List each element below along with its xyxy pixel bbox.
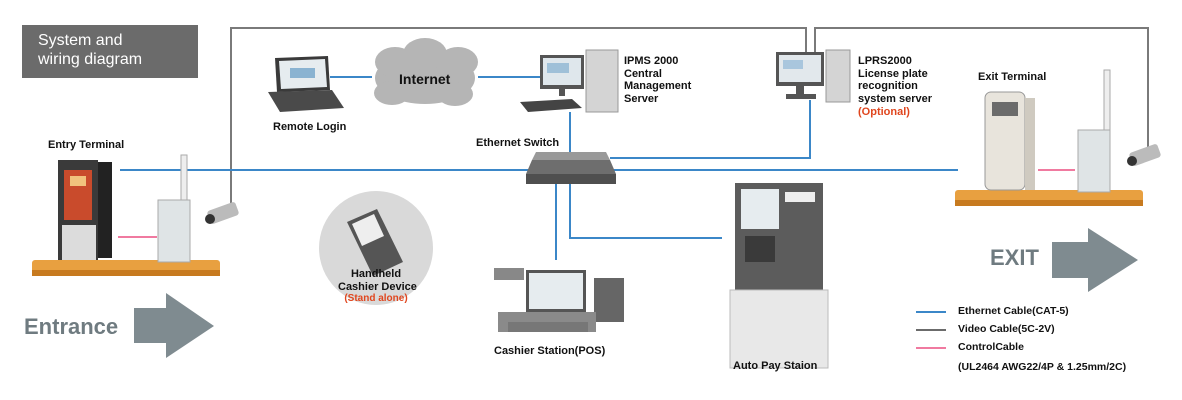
entrance-arrow-icon (134, 293, 214, 358)
lprs-label-line: system server (858, 92, 933, 105)
entry-base (32, 260, 220, 276)
exit-arrow-icon (1052, 228, 1138, 292)
ethernet-cables (120, 76, 958, 260)
ipms-server-label: IPMS 2000 Central Management Server (624, 55, 691, 106)
entry-barrier-icon (157, 154, 191, 263)
exit-base (955, 190, 1143, 206)
ipms-label-line: IPMS 2000 (624, 55, 679, 67)
exit-barrier-icon (1077, 69, 1111, 193)
handheld-label-line: Cashier Device (338, 280, 417, 293)
switch-icon (526, 152, 616, 184)
exit-terminal-label: Exit Terminal (978, 71, 1047, 83)
title-box (22, 25, 198, 78)
ethernet-switch-label: Ethernet Switch (476, 137, 560, 149)
pos-station-icon (494, 268, 624, 332)
ipms-label-line: Management (624, 80, 692, 93)
cloud-icon (374, 38, 478, 106)
auto-pay-label: Auto Pay Staion (733, 360, 818, 372)
exit-label: EXIT (990, 245, 1039, 270)
legend-control-label: ControlCable (958, 341, 1024, 353)
legend-control-spec: (UL2464 AWG22/4P & 1.25mm/2C) (958, 361, 1127, 373)
lprs-label-line: LPRS2000 (858, 55, 912, 67)
server-computer-icon (520, 49, 619, 113)
lprs-label-line: License plate (858, 67, 928, 80)
cashier-station-label: Cashier Station(POS) (494, 345, 606, 357)
lprs-server-icon (776, 49, 851, 103)
remote-login-label: Remote Login (273, 121, 347, 133)
legend-video-label: Video Cable(5C-2V) (958, 323, 1055, 335)
video-cables (230, 27, 1149, 205)
handheld-label: Handheld Cashier Device (Stand alone) (338, 268, 417, 305)
entrance-label: Entrance (24, 314, 119, 339)
handheld-device-icon (319, 191, 433, 305)
laptop-icon (268, 56, 344, 112)
exit-terminal-icon (984, 91, 1035, 191)
lprs-label-line: recognition (858, 80, 918, 93)
handheld-label-line: Handheld (350, 268, 402, 280)
ipms-label-line: Central (624, 67, 662, 80)
lprs-optional-note: (Optional) (858, 105, 910, 118)
control-cables (118, 169, 1075, 238)
internet-label: Internet (399, 71, 451, 87)
handheld-standalone-note: (Stand alone) (344, 293, 408, 305)
legend-ethernet-label: Ethernet Cable(CAT-5) (958, 305, 1069, 317)
entry-terminal-label: Entry Terminal (48, 139, 125, 151)
entry-camera-icon (205, 202, 239, 224)
diagram-title: System and wiring diagram (38, 32, 143, 68)
entry-terminal-icon (58, 160, 112, 260)
auto-pay-station-icon (729, 183, 829, 369)
ipms-label-line: Server (624, 92, 659, 105)
exit-camera-icon (1127, 144, 1161, 166)
lprs-server-label: LPRS2000 License plate recognition syste… (858, 55, 932, 118)
